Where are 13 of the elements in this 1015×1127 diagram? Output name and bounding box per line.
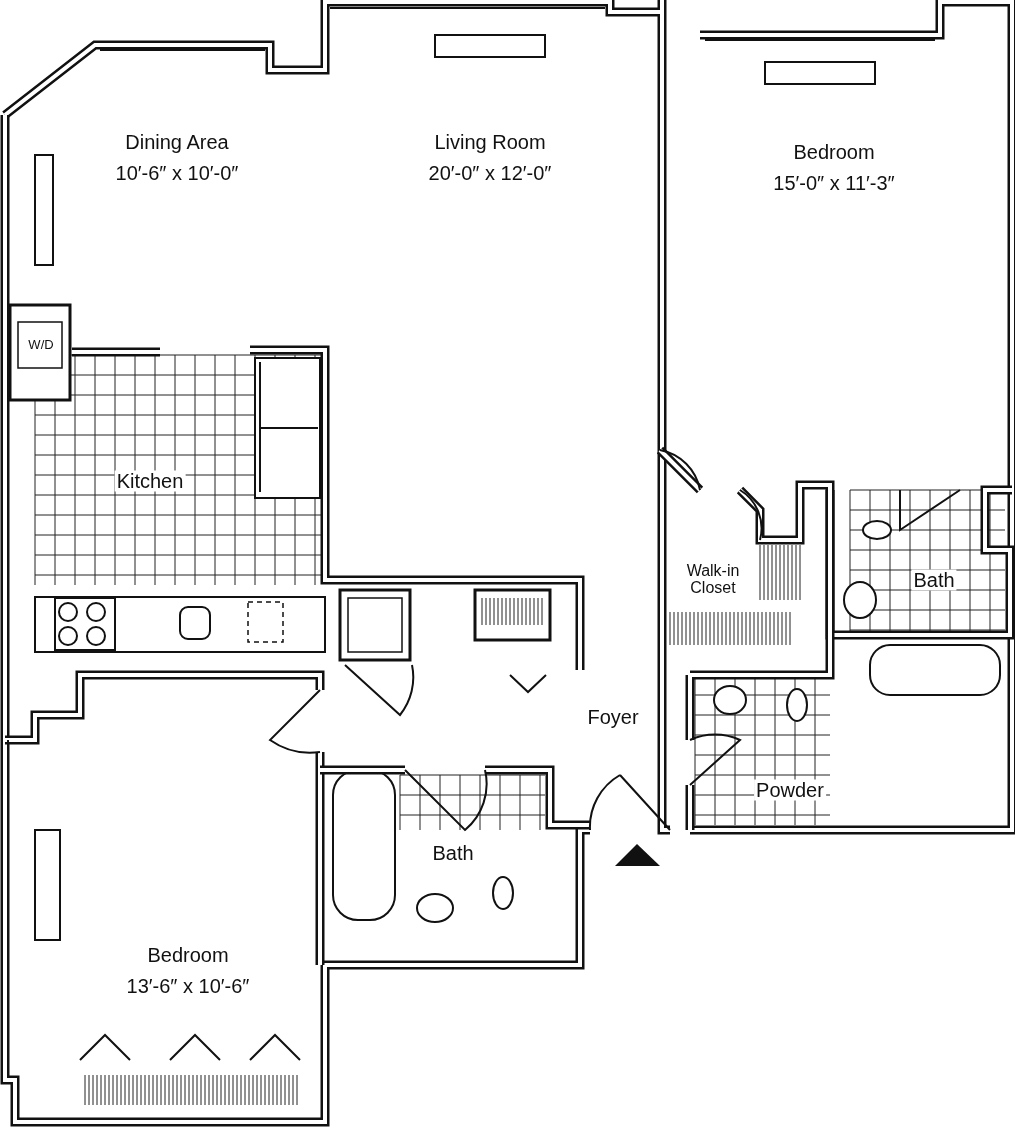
room-name: Kitchen (114, 470, 186, 492)
room-dimension: 13′-6″ x 10′-6″ (126, 975, 250, 997)
room-dimension: 20′-0″ x 12′-0″ (428, 162, 552, 184)
room-name: Bedroom (147, 944, 229, 966)
room-name: Living Room (434, 131, 546, 153)
room-dimension: 10′-6″ x 10′-0″ (115, 162, 239, 184)
room-name: Bedroom (793, 141, 875, 163)
room-name: Bath (911, 569, 957, 591)
room-name: Foyer (587, 706, 639, 728)
appliance-label: W/D (28, 338, 54, 352)
room-name: Powder (754, 779, 826, 801)
room-name: Dining Area (125, 131, 229, 153)
room-dimension: 15′-0″ x 11′-3″ (773, 172, 895, 194)
